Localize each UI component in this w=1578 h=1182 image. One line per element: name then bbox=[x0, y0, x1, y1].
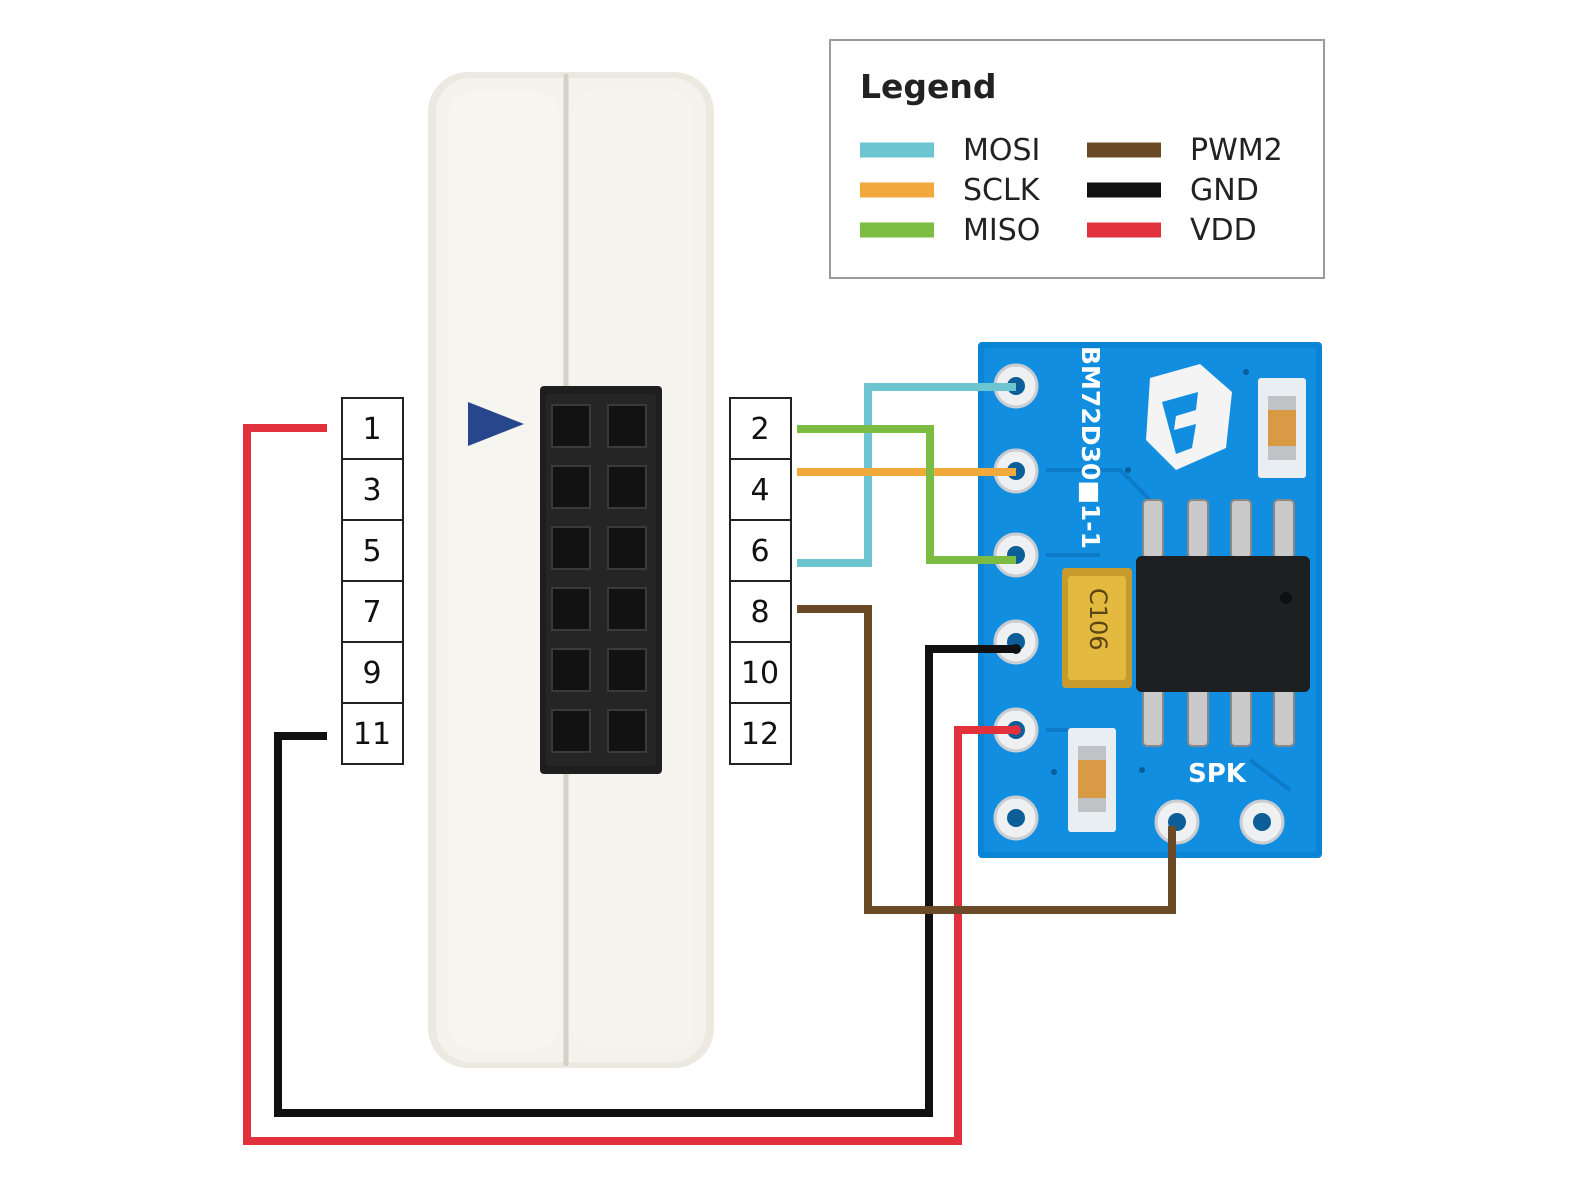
legend-title: Legend bbox=[860, 67, 997, 106]
wire-gnd bbox=[274, 645, 1016, 1117]
module-part-label: BM72D30■1-1 bbox=[1076, 346, 1105, 549]
pin-label: 12 bbox=[741, 717, 779, 752]
wire-vdd bbox=[243, 424, 1016, 1145]
pin-label: 8 bbox=[750, 595, 769, 630]
smd-capacitor bbox=[1068, 728, 1116, 832]
legend-label-pwm2: PWM2 bbox=[1190, 133, 1283, 168]
pin-label: 5 bbox=[362, 534, 381, 569]
pin-label: 11 bbox=[353, 717, 391, 752]
pin-box bbox=[729, 397, 792, 460]
legend-label-miso: MISO bbox=[963, 213, 1040, 248]
pin-label: 3 bbox=[362, 473, 381, 508]
pin-label: 7 bbox=[362, 595, 381, 630]
ic-chip bbox=[1136, 499, 1310, 747]
pin-label: 6 bbox=[750, 534, 769, 569]
pin1-arrow-icon bbox=[468, 402, 524, 446]
tantalum-capacitor: C106 bbox=[1062, 568, 1132, 688]
pin-label: 4 bbox=[750, 473, 769, 508]
left-pin-column: 1 3 5 7 9 11 bbox=[341, 397, 404, 765]
legend-box bbox=[829, 39, 1325, 279]
logo-icon bbox=[1146, 364, 1232, 470]
pin-label: 1 bbox=[362, 412, 381, 447]
pin-box bbox=[729, 702, 792, 765]
legend-label-gnd: GND bbox=[1190, 173, 1259, 208]
pin-box bbox=[729, 519, 792, 582]
header-socket bbox=[540, 386, 662, 774]
pin-box bbox=[341, 458, 404, 521]
capacitor-label: C106 bbox=[1084, 588, 1112, 651]
pin-box bbox=[341, 702, 404, 765]
pin-label: 9 bbox=[362, 656, 381, 691]
pin-label: 2 bbox=[750, 412, 769, 447]
legend-label-mosi: MOSI bbox=[963, 133, 1040, 168]
programmer-device bbox=[428, 72, 714, 1068]
speaker-driver-module: BM72D30■1-1 C106 bbox=[978, 342, 1322, 858]
pin-box bbox=[341, 397, 404, 460]
pin-box bbox=[341, 580, 404, 643]
legend-label-sclk: SCLK bbox=[963, 173, 1041, 208]
pin-box bbox=[729, 580, 792, 643]
smd-capacitor bbox=[1258, 378, 1306, 478]
pin-label: 10 bbox=[741, 656, 779, 691]
wires bbox=[243, 383, 1176, 1145]
legend: Legend MOSI SCLK MISO PWM2 GND VDD bbox=[829, 39, 1325, 279]
speaker-label: SPK bbox=[1188, 759, 1247, 789]
wire-miso bbox=[797, 425, 1016, 564]
right-pin-column: 2 4 6 8 10 12 bbox=[729, 397, 792, 765]
legend-label-vdd: VDD bbox=[1190, 213, 1257, 248]
wire-pwm2 bbox=[797, 605, 1176, 914]
